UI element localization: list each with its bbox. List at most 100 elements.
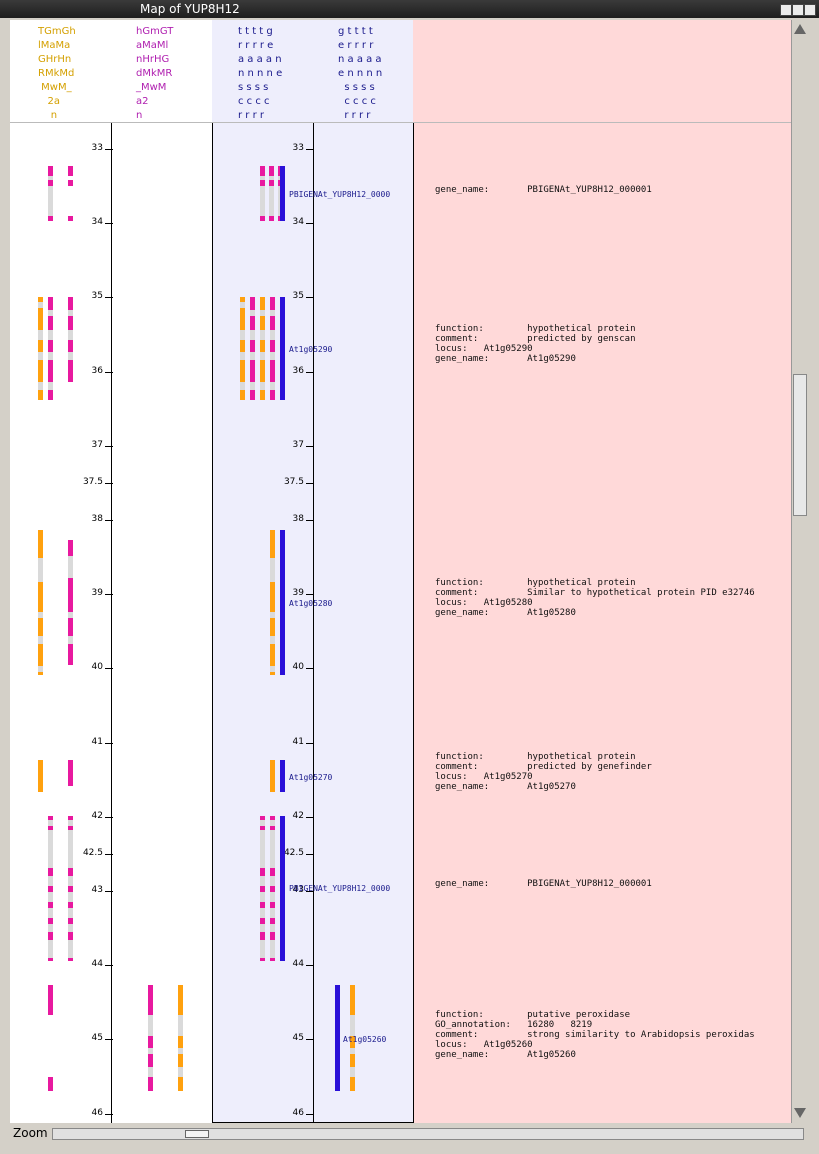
feature-segment[interactable] <box>68 902 73 908</box>
feature-segment[interactable] <box>68 760 73 786</box>
feature-segment[interactable] <box>260 932 265 940</box>
feature-segment[interactable] <box>68 316 73 330</box>
zoom-slider[interactable] <box>52 1128 804 1140</box>
feature-segment[interactable] <box>68 618 73 636</box>
feature-segment[interactable] <box>250 340 255 352</box>
feature-segment[interactable] <box>48 390 53 400</box>
feature-segment[interactable] <box>270 816 275 820</box>
feature-segment[interactable] <box>38 582 43 612</box>
feature-segment[interactable] <box>48 868 53 876</box>
feature-segment[interactable] <box>270 672 275 675</box>
feature-segment[interactable] <box>270 340 275 352</box>
feature-segment[interactable] <box>350 1077 355 1091</box>
feature-segment[interactable] <box>240 308 245 330</box>
feature-segment[interactable] <box>269 216 274 221</box>
feature-segment[interactable] <box>280 166 285 221</box>
feature-segment[interactable] <box>68 297 73 310</box>
feature-segment[interactable] <box>178 1054 183 1067</box>
feature-segment[interactable] <box>270 932 275 940</box>
feature-segment[interactable] <box>48 816 53 820</box>
feature-segment[interactable] <box>260 216 265 221</box>
feature-segment[interactable] <box>38 672 43 675</box>
feature-segment[interactable] <box>38 340 43 352</box>
feature-segment[interactable] <box>260 826 265 830</box>
feature-segment[interactable] <box>280 760 285 792</box>
feature-segment[interactable] <box>270 618 275 636</box>
feature-segment[interactable] <box>48 958 53 961</box>
feature-segment[interactable] <box>260 816 265 820</box>
feature-segment[interactable] <box>270 644 275 666</box>
feature-segment[interactable] <box>270 918 275 924</box>
feature-segment[interactable] <box>260 166 265 221</box>
feature-segment[interactable] <box>240 297 245 302</box>
feature-segment[interactable] <box>350 1054 355 1067</box>
feature-segment[interactable] <box>68 540 73 556</box>
feature-segment[interactable] <box>48 902 53 908</box>
feature-segment[interactable] <box>270 297 275 310</box>
feature-segment[interactable] <box>250 316 255 330</box>
feature-segment[interactable] <box>48 360 53 382</box>
feature-segment[interactable] <box>48 316 53 330</box>
feature-segment[interactable] <box>260 297 265 310</box>
vertical-scrollbar[interactable] <box>791 20 808 1123</box>
feature-segment[interactable] <box>68 816 73 820</box>
feature-segment[interactable] <box>270 582 275 612</box>
feature-segment[interactable] <box>269 166 274 221</box>
feature-segment[interactable] <box>48 216 53 221</box>
feature-segment[interactable] <box>68 297 73 382</box>
feature-segment[interactable] <box>260 180 265 186</box>
feature-segment[interactable] <box>178 1036 183 1048</box>
feature-segment[interactable] <box>178 1077 183 1091</box>
feature-segment[interactable] <box>270 868 275 876</box>
feature-segment[interactable] <box>68 340 73 352</box>
feature-segment[interactable] <box>280 816 285 961</box>
feature-segment[interactable] <box>260 902 265 908</box>
scroll-down-arrow-icon[interactable] <box>794 1108 806 1118</box>
feature-segment[interactable] <box>148 1077 153 1091</box>
feature-segment[interactable] <box>68 886 73 892</box>
feature-segment[interactable] <box>48 985 53 1015</box>
scroll-up-arrow-icon[interactable] <box>794 24 806 34</box>
feature-segment[interactable] <box>270 886 275 892</box>
feature-segment[interactable] <box>148 1054 153 1067</box>
gene-label-2[interactable]: At1g05290 <box>289 345 333 354</box>
feature-segment[interactable] <box>48 918 53 924</box>
scroll-thumb[interactable] <box>793 374 807 516</box>
gene-label-5[interactable]: PBIGENAt_YUP8H12_0000 <box>289 884 391 893</box>
feature-segment[interactable] <box>38 360 43 382</box>
feature-segment[interactable] <box>260 340 265 352</box>
feature-segment[interactable] <box>38 760 43 792</box>
feature-segment[interactable] <box>280 297 285 400</box>
feature-segment[interactable] <box>68 180 73 186</box>
feature-segment[interactable] <box>350 985 355 1015</box>
feature-segment[interactable] <box>260 918 265 924</box>
feature-segment[interactable] <box>260 958 265 961</box>
feature-segment[interactable] <box>260 390 265 400</box>
feature-segment[interactable] <box>48 166 53 221</box>
feature-segment[interactable] <box>68 918 73 924</box>
zoom-slider-knob[interactable] <box>185 1130 209 1138</box>
gene-label-6[interactable]: At1g05260 <box>343 1035 387 1044</box>
feature-segment[interactable] <box>260 886 265 892</box>
feature-segment[interactable] <box>48 932 53 940</box>
feature-segment[interactable] <box>270 316 275 330</box>
close-button[interactable] <box>804 4 816 16</box>
feature-segment[interactable] <box>270 760 275 792</box>
feature-segment[interactable] <box>38 618 43 636</box>
feature-segment[interactable] <box>280 530 285 675</box>
feature-segment[interactable] <box>68 166 73 176</box>
feature-segment[interactable] <box>250 360 255 382</box>
feature-segment[interactable] <box>68 958 73 961</box>
feature-segment[interactable] <box>68 216 73 221</box>
feature-segment[interactable] <box>38 297 43 302</box>
feature-segment[interactable] <box>148 1036 153 1048</box>
feature-segment[interactable] <box>48 1077 53 1091</box>
feature-segment[interactable] <box>270 902 275 908</box>
feature-segment[interactable] <box>270 360 275 382</box>
feature-segment[interactable] <box>68 360 73 382</box>
gene-label-3[interactable]: At1g05280 <box>289 599 333 608</box>
feature-segment[interactable] <box>68 578 73 612</box>
minimize-button[interactable] <box>780 4 792 16</box>
feature-segment[interactable] <box>260 360 265 382</box>
map-canvas[interactable]: TGmGh lMaMa GHrHn RMkMd MwM_ 2a n hGmGT … <box>10 20 791 1123</box>
